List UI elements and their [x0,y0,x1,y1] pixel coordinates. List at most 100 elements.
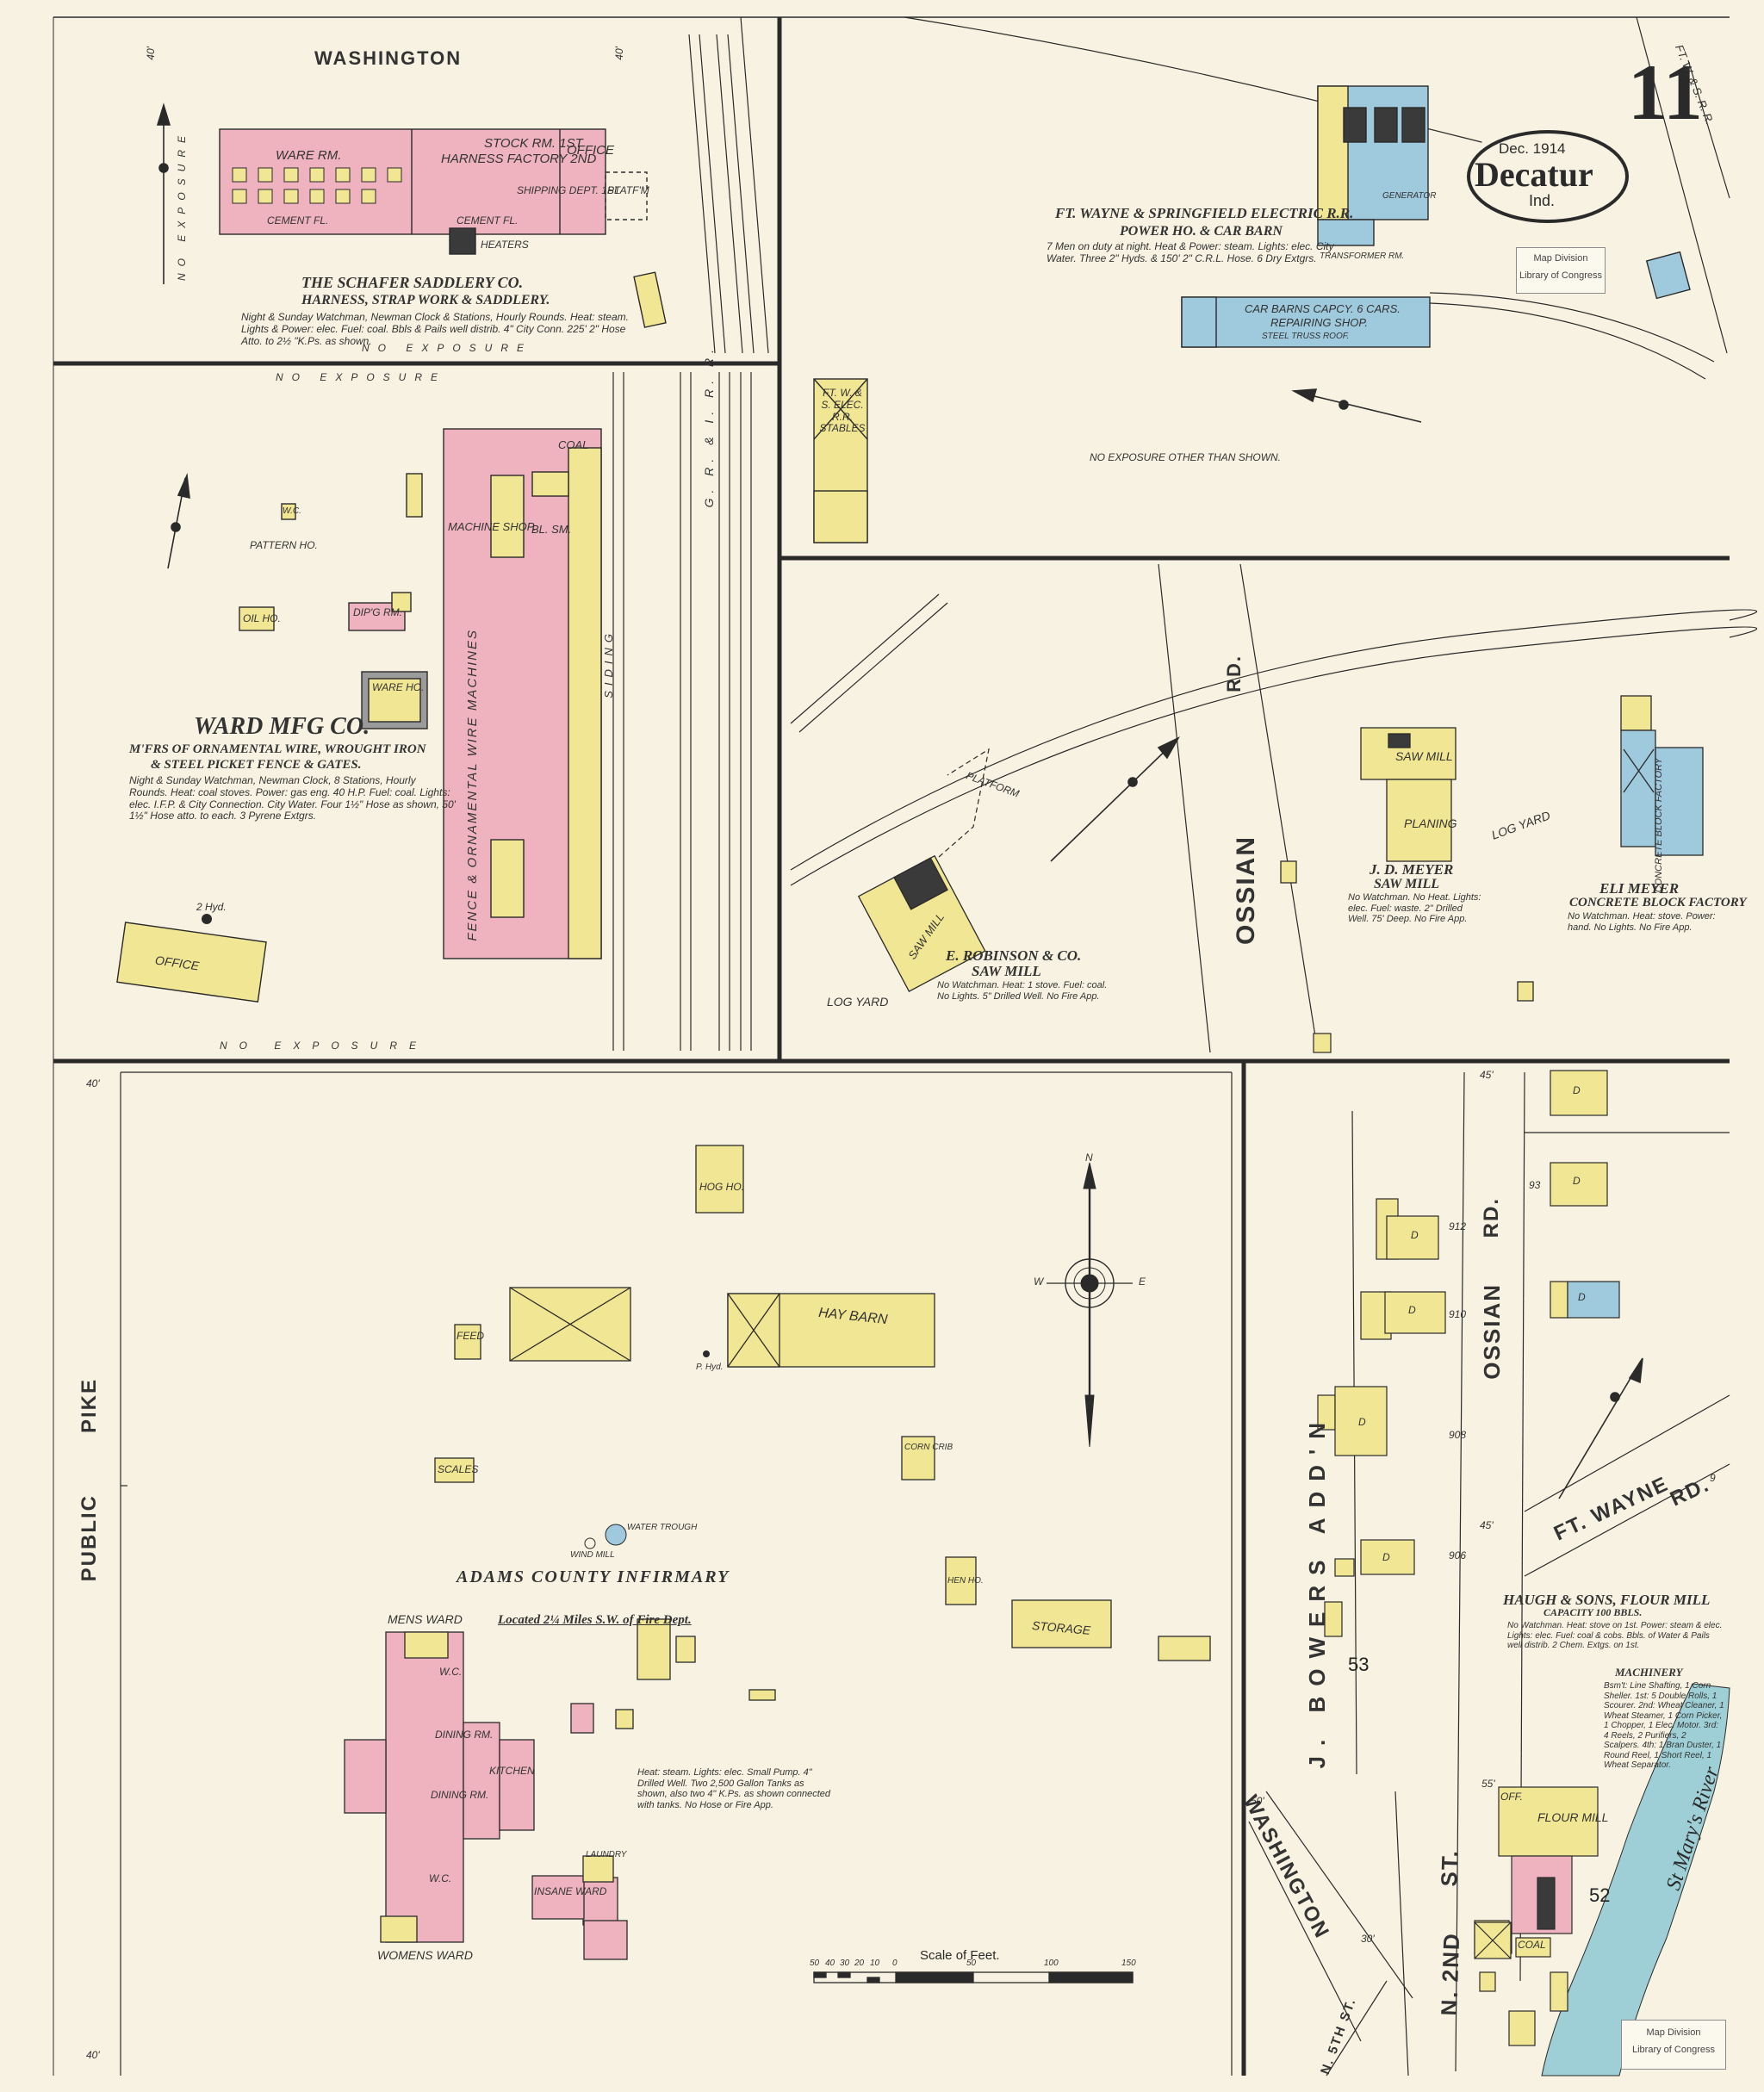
ward-pattern-ho: PATTERN HO. [250,539,318,551]
schafer-cement-fl2: CEMENT FL. [457,214,519,227]
address-906: 906 [1449,1549,1467,1561]
electric-sub: POWER HO. & CAR BARN [1120,224,1283,239]
library-stamp-2: Map Division Library of Congress [1621,2020,1726,2070]
infirmary-note: Heat: steam. Lights: elec. Small Pump. 4… [637,1767,831,1810]
schafer-platform: PLATF'M [607,184,649,196]
infirmary-wind-mill: WIND MILL [570,1550,615,1560]
jd-meyer-saw-mill: SAW MILL [1395,749,1453,763]
width-40-c: 40' [86,1077,100,1089]
ward-coal: COAL [558,438,589,451]
robinson-name: E. ROBINSON & CO. [946,947,1082,964]
width-40-d: 40' [86,2049,100,2061]
schafer-note: Night & Sunday Watchman, Newman Clock & … [241,311,629,347]
infirmary-feed: FEED [457,1330,485,1342]
no-exposure-1: NO EXPOSURE [362,342,533,354]
eli-meyer-bldg: CONCRETE BLOCK FACTORY [1654,758,1664,893]
address-9: 9 [1710,1472,1716,1484]
address-93: 93 [1529,1179,1541,1191]
eli-meyer-sub: CONCRETE BLOCK FACTORY [1569,896,1747,909]
ward-hyd: 2 Hyd. [196,901,227,913]
infirmary-insane-ward: INSANE WARD [534,1885,607,1897]
stamp-line1: Map Division [1533,253,1588,264]
scale-tick-20: 20 [854,1959,865,1968]
haugh-machinery: Bsm't: Line Shafting, 1 Corn Sheller. 1s… [1604,1681,1724,1770]
dim-55: 55' [1481,1778,1495,1790]
sheet-date: Dec. 1914 [1499,140,1566,157]
dwelling-mark-5: D [1573,1084,1581,1096]
schafer-heaters: HEATERS [481,239,529,251]
street-n-2nd: N. 2ND [1436,1931,1465,2017]
sheet-city: Decatur [1475,155,1593,194]
scale-tick-40: 40 [825,1959,835,1968]
street-washington: WASHINGTON [314,47,463,69]
schafer-office: OFFICE [567,143,614,158]
electric-name: FT. WAYNE & SPRINGFIELD ELECTRIC R.R. [1055,205,1354,221]
infirmary-dining-rm: DINING RM. [435,1729,494,1741]
schafer-harness-factory: HARNESS FACTORY 2ND [441,152,597,166]
dwelling-mark-4: D [1382,1551,1390,1563]
dim-30: 30' [1361,1933,1375,1945]
compass-n: N [1085,1152,1093,1164]
railroad-gri: G. R. & I. R. R. [702,345,716,508]
street-bowers-addn: J. BOWERS ADD'N [1304,1412,1330,1769]
dim-45-b: 45' [1480,1519,1494,1531]
eli-meyer-name: ELI MEYER [1599,880,1680,897]
electric-car-barns: CAR BARNS CAPCY. 6 CARS. [1245,302,1401,315]
electric-steel-truss: STEEL TRUSS ROOF. [1262,332,1350,341]
scale-tick-50a: 50 [810,1959,820,1968]
scale-tick-100: 100 [1044,1959,1059,1968]
address-908: 908 [1449,1429,1467,1441]
dwelling-mark-3: D [1358,1416,1366,1428]
ward-oil-ho: OIL HO. [243,612,281,624]
infirmary-located: Located 2¼ Miles S.W. of Fire Dept. [498,1613,692,1627]
no-exposure-2: NO EXPOSURE [276,371,447,383]
ward-dip-rm: DIP'G RM. [353,606,402,618]
width-40-b: 40' [612,47,625,60]
compass-w: W [1034,1276,1044,1288]
street-pike: PIKE [78,1378,101,1434]
robinson-log-yard: LOG YARD [827,995,889,1009]
jd-meyer-name: J. D. MEYER [1370,861,1454,878]
electric-note: 7 Men on duty at night. Heat & Power: st… [1047,240,1334,264]
compass-s: S [1087,1399,1095,1411]
eli-meyer-note: No Watchman. Heat: stove. Power: hand. N… [1568,911,1716,933]
jd-meyer-planing: PLANING [1404,816,1457,830]
robinson-sub: SAW MILL [972,963,1041,979]
haugh-capacity: CAPACITY 100 BBLS. [1544,1606,1643,1618]
ward-bl-sm: BL. SM. [531,523,572,536]
block-number-52: 52 [1589,1884,1611,1906]
schafer-name: THE SCHAFER SADDLERY CO. [301,274,524,291]
ward-ware-ho: WARE HO. [372,681,425,693]
ward-wc: W.C. [283,506,301,516]
scale-tick-30: 30 [840,1959,850,1968]
haugh-name: HAUGH & SONS, FLOUR MILL [1503,1592,1711,1608]
street-rd-lower: RD. [1480,1197,1503,1238]
ward-sub2: & STEEL PICKET FENCE & GATES. [151,758,362,772]
infirmary-water-trough: WATER TROUGH [627,1523,698,1532]
scale-tick-10: 10 [870,1959,880,1968]
stamp2-line2: Library of Congress [1632,2045,1715,2055]
infirmary-wc: W.C. [439,1666,463,1678]
address-912: 912 [1449,1220,1467,1232]
dwelling-mark-7: D [1578,1291,1586,1303]
scale-tick-150: 150 [1121,1959,1136,1968]
infirmary-corn-crib: CORN CRIB [904,1443,953,1452]
dwelling-mark-6: D [1573,1175,1581,1187]
jd-meyer-sub: SAW MILL [1374,877,1440,891]
haugh-coal: COAL [1518,1939,1546,1951]
scale-label: Scale of Feet. [920,1948,1000,1963]
infirmary-laundry: LAUNDRY [586,1850,627,1859]
dwelling-mark-1: D [1411,1229,1419,1241]
street-public: PUBLIC [78,1494,101,1582]
electric-transformer: TRANSFORMER RM. [1320,251,1405,261]
sheet-state: Ind. [1529,192,1556,209]
haugh-flour-mill: FLOUR MILL [1537,1810,1609,1824]
schafer-shipping: SHIPPING DEPT. 1ST [517,184,621,196]
schafer-stock-rm: STOCK RM. 1ST [484,136,583,151]
infirmary-hog-ho: HOG HO. [699,1181,745,1193]
street-st: ST. [1436,1848,1463,1888]
schafer-ware-rm: WARE RM. [276,148,342,163]
infirmary-mens-ward: MENS WARD [388,1612,463,1626]
